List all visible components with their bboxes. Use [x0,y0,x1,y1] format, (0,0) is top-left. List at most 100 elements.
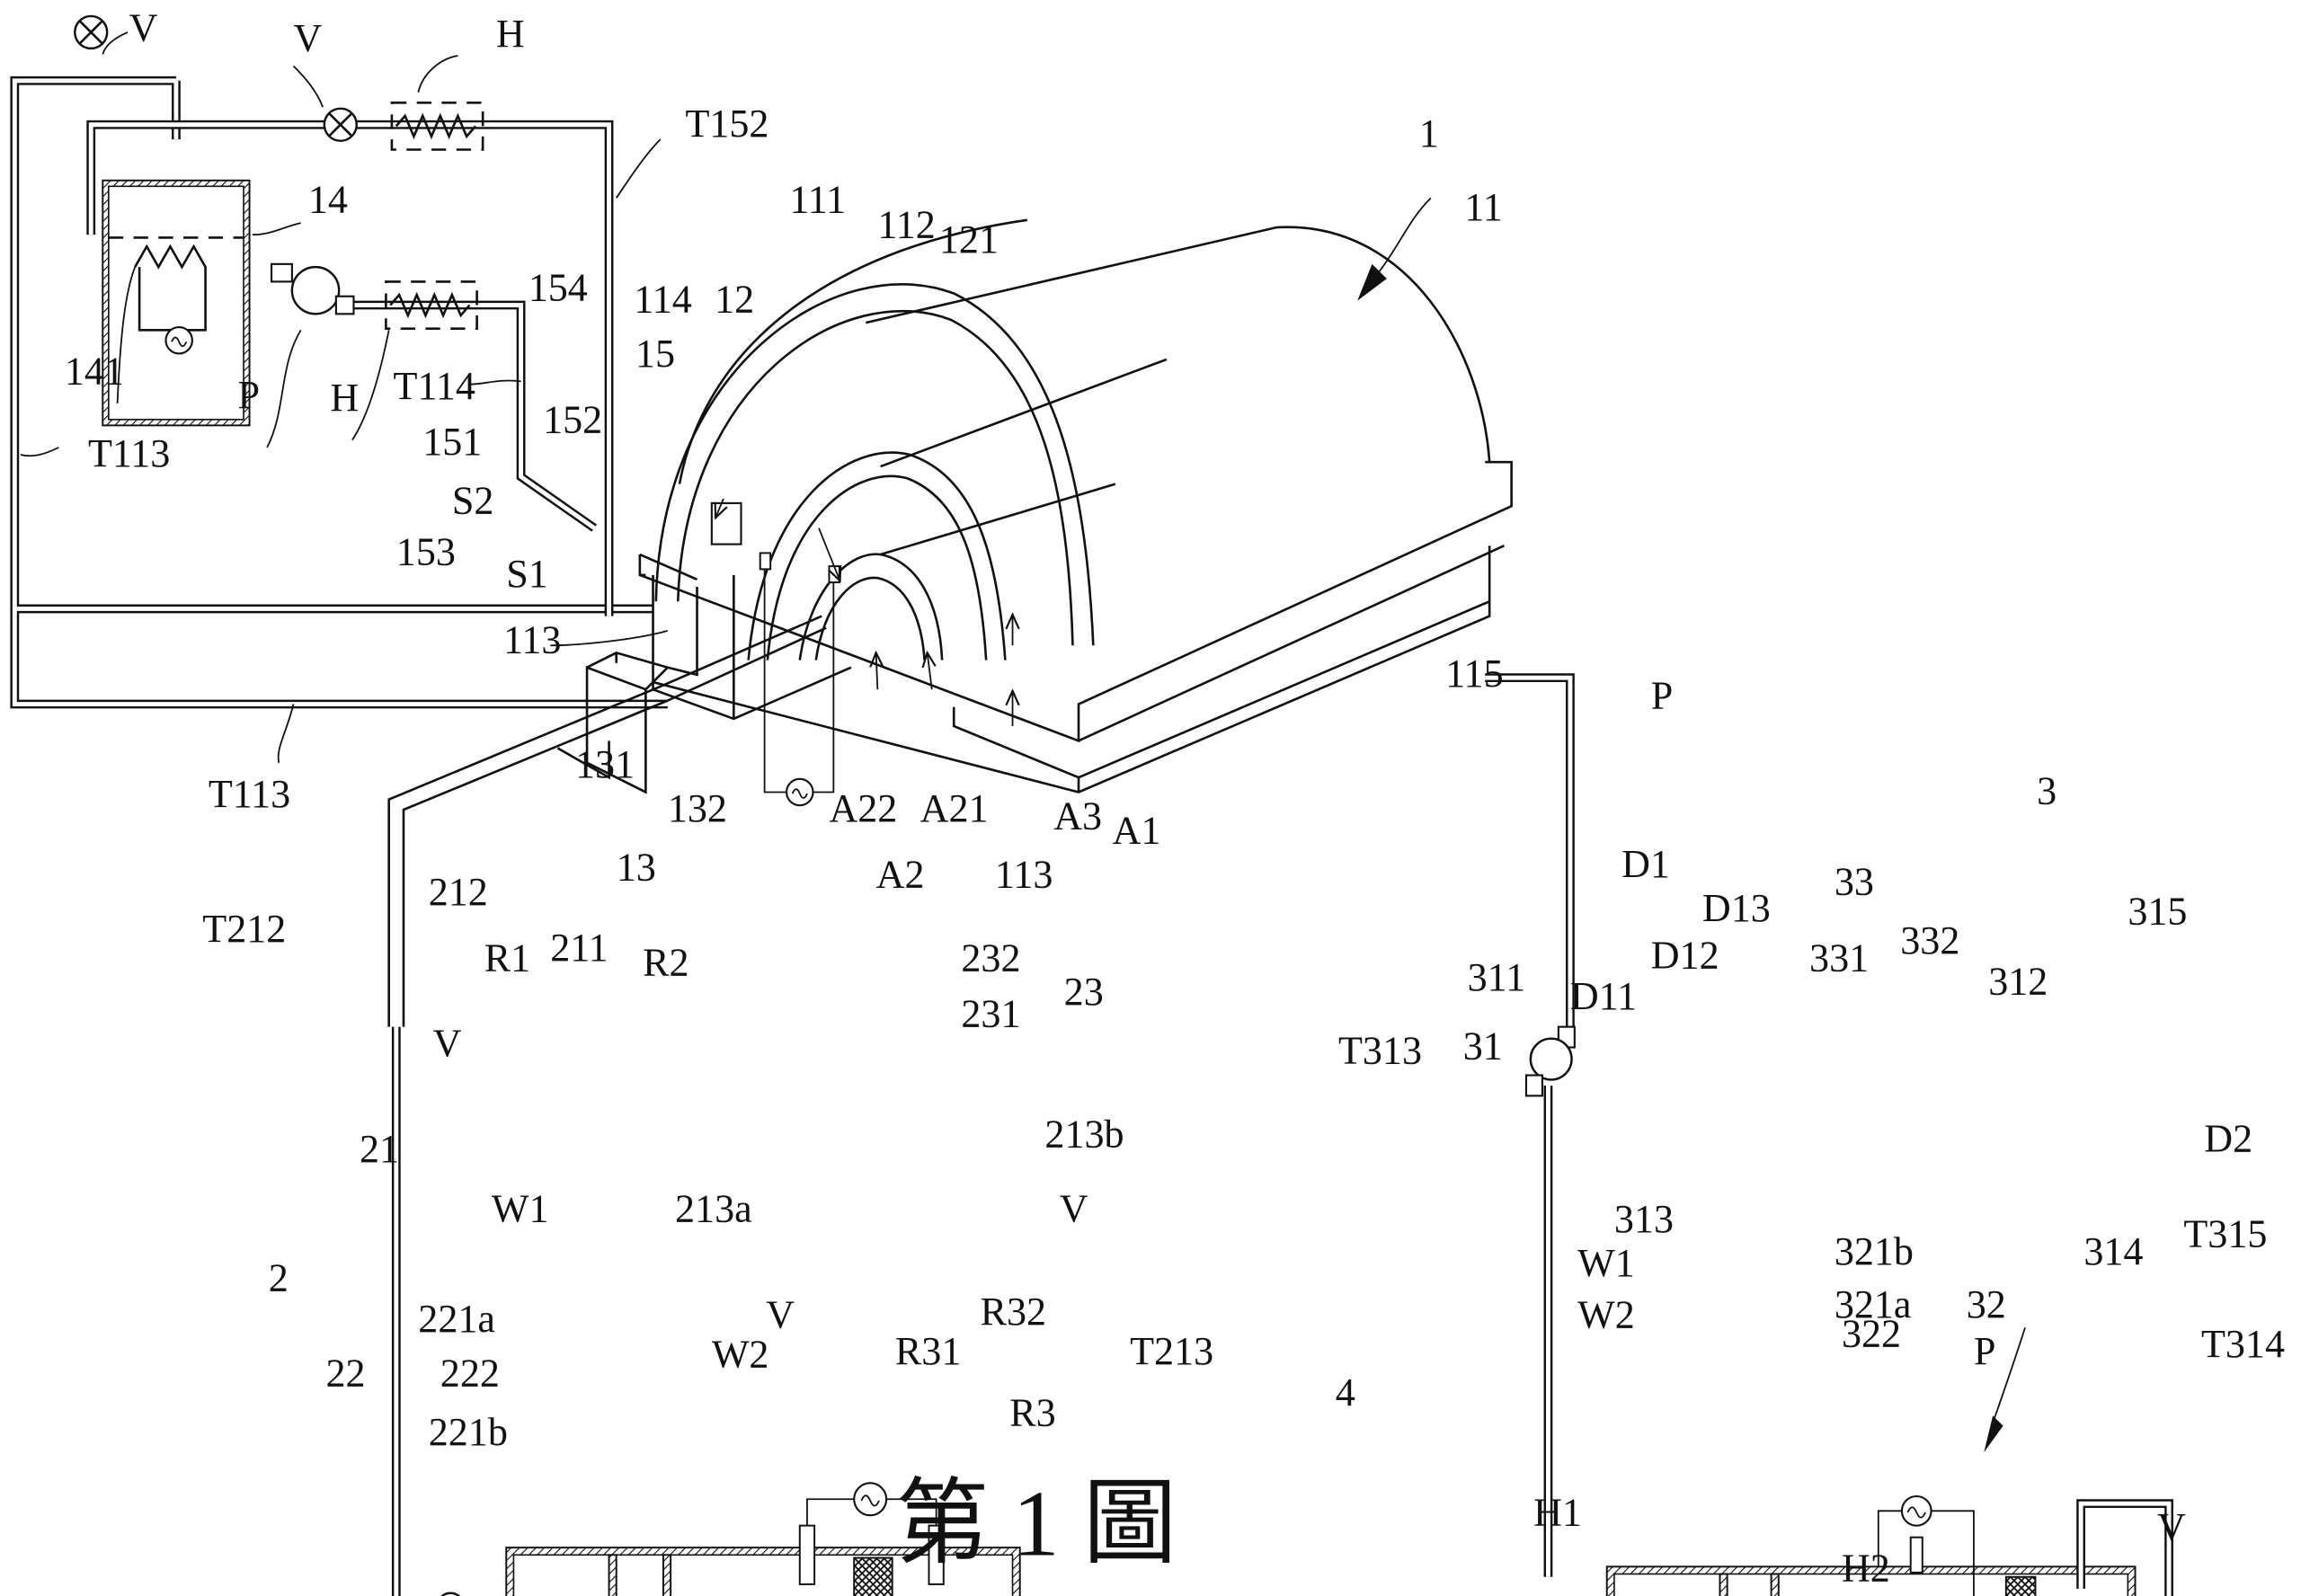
label: V [129,6,158,50]
label: A1 [1113,809,1161,853]
label: H [330,376,359,420]
label: 321b [1835,1229,1914,1273]
label: 33 [1835,860,1874,904]
label: A3 [1053,794,1102,838]
label: W2 [1577,1292,1635,1336]
label: 222 [440,1352,500,1396]
label: A21 [920,786,989,830]
label: W1 [1577,1241,1635,1285]
label: 221a [418,1297,495,1341]
label: 152 [543,398,602,442]
label: A22 [829,786,897,830]
label: R32 [981,1290,1046,1334]
label: P [237,373,260,417]
figure-title: 第 1 圖 [895,1471,1177,1575]
label: 331 [1809,936,1869,980]
label: 13 [617,845,656,889]
label: 232 [961,936,1020,980]
label: 32 [1967,1282,2006,1326]
label: 4 [1336,1370,1355,1414]
pump-icon [1524,1025,1576,1097]
label: 213a [675,1187,752,1231]
label: D11 [1570,974,1637,1018]
valve-icon [323,107,358,142]
label: D12 [1651,933,1719,977]
label: 121 [939,217,999,262]
label: T113 [209,772,290,816]
label: 132 [668,786,727,830]
label: D1 [1621,842,1670,886]
label: 11 [1464,185,1502,229]
label: 231 [961,992,1020,1036]
label: W1 [492,1187,549,1231]
heater-icon [385,280,478,330]
label: 332 [1900,918,1959,962]
label: 115 [1445,652,1503,696]
label: 112 [877,202,935,246]
upper-left-circuit [10,14,668,709]
label: T212 [202,907,286,951]
labels: V V H T152 14 141 P H T114 154 114 12 15… [65,6,2285,1591]
system-3-arrow-icon [1984,1415,2003,1453]
label: T114 [394,364,475,408]
valve-icon [74,14,109,50]
label: 213b [1044,1113,1124,1157]
label: W2 [712,1332,769,1376]
label: A2 [876,853,925,897]
label: T113 [88,431,170,475]
label: 141 [65,350,124,394]
heater-icon [390,101,484,151]
label: 14 [308,178,348,222]
label: V [766,1292,795,1336]
label: 314 [2083,1229,2143,1273]
label: V [2157,1505,2186,1549]
label: H1 [1533,1491,1582,1535]
label: T152 [685,102,768,146]
label: H [496,12,525,56]
system-3 [1605,1327,2173,1596]
label: R1 [484,936,530,980]
label: 153 [396,529,456,573]
label: 221b [429,1410,508,1454]
label: 151 [422,420,482,464]
system-2 [391,1026,1021,1596]
label: T314 [2201,1322,2285,1366]
label: T213 [1130,1329,1213,1373]
label: 15 [635,332,675,376]
system-1-arrow-icon [1357,263,1387,301]
label: 2 [269,1255,289,1299]
label: 313 [1614,1197,1674,1241]
label: V [433,1021,462,1065]
label: H2 [1842,1547,1890,1591]
label: 113 [503,617,561,661]
label: R31 [895,1329,961,1373]
label: P [1974,1329,1996,1373]
label: T313 [1338,1028,1422,1072]
label: D13 [1702,886,1771,930]
label: 21 [360,1127,399,1171]
label: 114 [634,278,691,322]
label: 322 [1842,1312,1901,1356]
label: V [1060,1187,1088,1231]
label: 12 [715,278,754,322]
valve-icon [440,1592,461,1596]
leader-lines [20,31,669,763]
label: D2 [2204,1116,2252,1160]
label: R3 [1009,1391,1055,1435]
label: S2 [452,478,494,522]
label: S1 [506,552,548,596]
label: 111 [789,178,846,222]
label: R2 [643,941,689,985]
label: 131 [575,742,635,786]
pump-icon [270,262,355,315]
label: 23 [1064,970,1104,1014]
label: 321a [1835,1282,1912,1326]
label: 311 [1468,955,1525,999]
label: 31 [1463,1024,1503,1068]
drum-assembly [387,197,1576,1577]
label: 1 [1419,111,1439,155]
label: 312 [1988,960,2048,1004]
label: 212 [429,870,488,914]
label: 211 [550,926,608,970]
